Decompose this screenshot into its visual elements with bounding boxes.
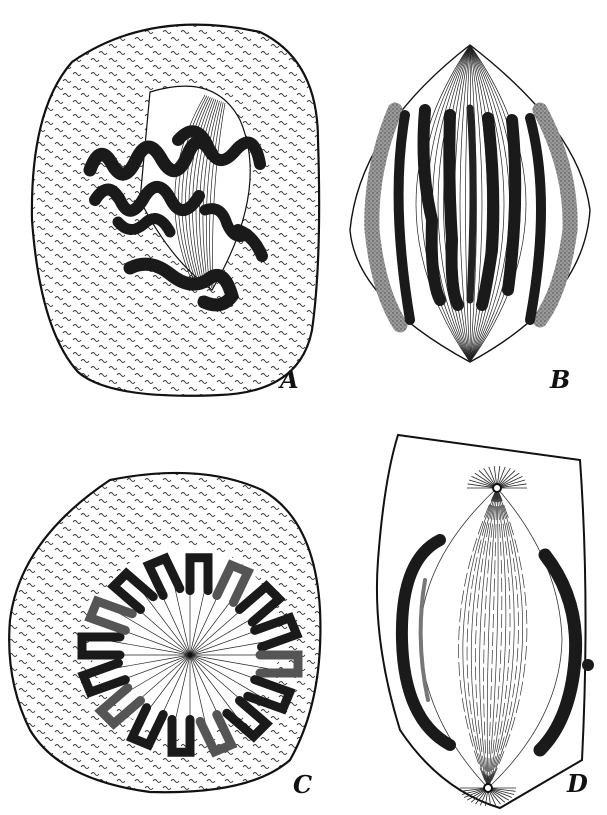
panel-c-centrosome	[188, 653, 193, 658]
panel-d-bottom-centrosome	[484, 784, 492, 792]
panel-d-top-centrosome	[493, 484, 501, 492]
panel-label-a: A	[280, 368, 299, 392]
panel-a-prophase-cell	[32, 25, 319, 396]
panel-label-b: B	[550, 368, 570, 392]
panel-d-anaphase-cell	[377, 435, 594, 808]
panel-c-aster-cell	[9, 473, 320, 792]
panel-b-metaphase-spindle	[350, 45, 590, 362]
panel-label-c: C	[293, 773, 312, 797]
panel-label-d: D	[567, 772, 588, 796]
